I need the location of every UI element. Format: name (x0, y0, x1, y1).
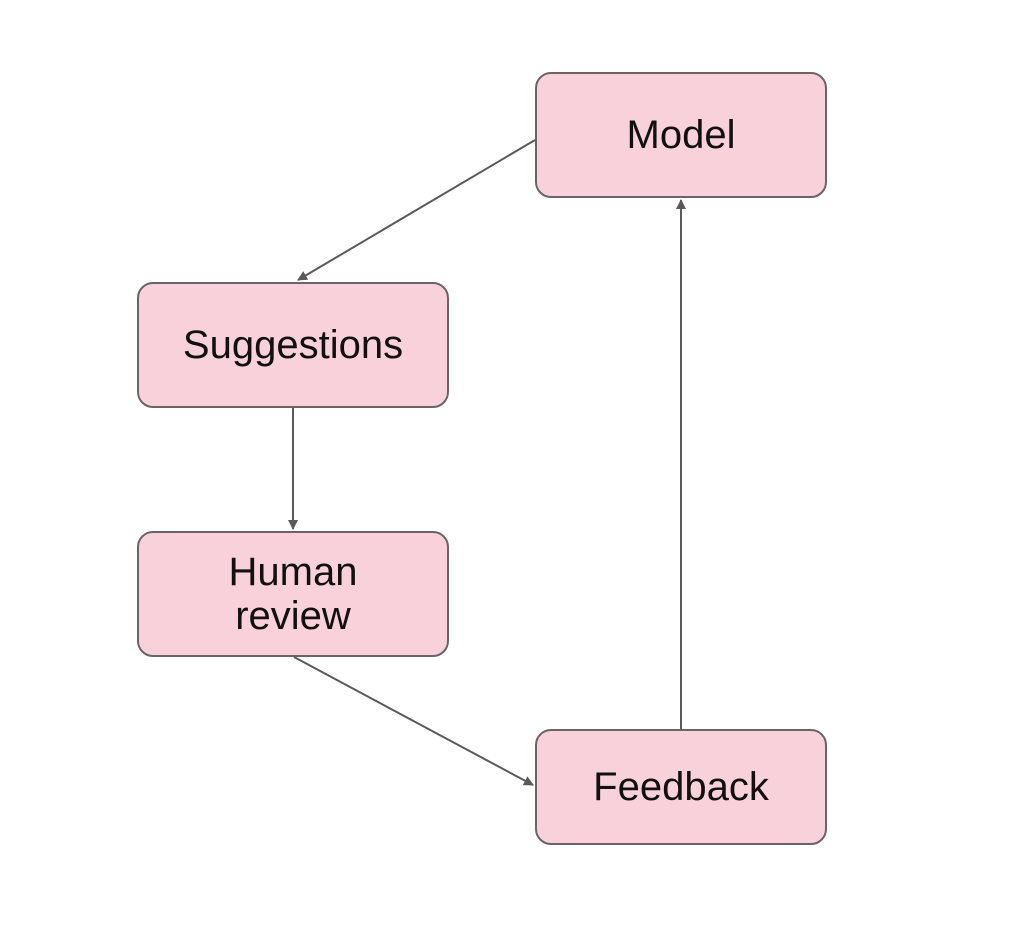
node-suggestions-label: Suggestions (182, 323, 404, 367)
node-human-review: Human review (137, 531, 449, 657)
edge-human-review-to-feedback (293, 656, 534, 786)
node-model-label: Model (626, 113, 736, 157)
node-model: Model (535, 72, 827, 198)
node-feedback: Feedback (535, 729, 827, 845)
edge-model-to-suggestions (297, 139, 536, 281)
node-suggestions: Suggestions (137, 282, 449, 408)
node-human-review-label: Human review (228, 550, 358, 638)
node-feedback-label: Feedback (593, 765, 769, 809)
